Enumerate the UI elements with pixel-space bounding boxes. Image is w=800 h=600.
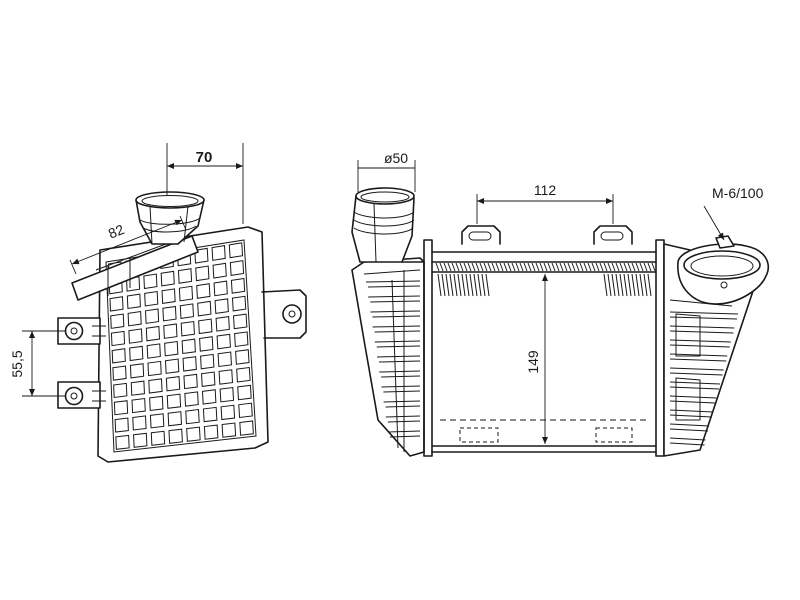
side-left-tab-bottom xyxy=(57,381,106,409)
side-right-bracket xyxy=(261,289,307,339)
side-left-tab-top xyxy=(57,317,106,345)
front-top-bracket-right xyxy=(593,225,633,245)
thread-spec-label: M-6/100 xyxy=(712,185,764,201)
front-left-tank xyxy=(351,257,425,457)
front-inlet-pipe xyxy=(351,187,425,263)
dim-label-149: 149 xyxy=(525,350,541,374)
dim-label-70: 70 xyxy=(196,149,213,166)
dim-core-height: 149 xyxy=(525,274,548,444)
dim-angle-pipe: 82 xyxy=(69,215,187,275)
dim-bracket-spacing: 112 xyxy=(476,182,614,224)
dim-hole-spacing: 55,5 xyxy=(9,330,66,397)
core-fin-hatching xyxy=(435,262,656,297)
dim-width-top: 70 xyxy=(166,143,244,224)
front-view: ø50 112 xyxy=(351,150,770,457)
dim-label-d50: ø50 xyxy=(384,150,408,166)
front-core xyxy=(423,239,665,457)
dim-label-82: 82 xyxy=(106,221,127,242)
front-outlet-flange xyxy=(677,235,770,305)
thread-callout: M-6/100 xyxy=(703,185,764,241)
front-top-bracket-left xyxy=(461,225,501,245)
dim-pipe-diameter: ø50 xyxy=(357,150,416,192)
dim-label-112: 112 xyxy=(534,182,557,198)
dim-label-55-5: 55,5 xyxy=(9,350,25,377)
left-tank-grid xyxy=(365,270,421,452)
right-tank-grid xyxy=(669,311,739,446)
side-view: 70 82 55,5 xyxy=(9,143,307,463)
